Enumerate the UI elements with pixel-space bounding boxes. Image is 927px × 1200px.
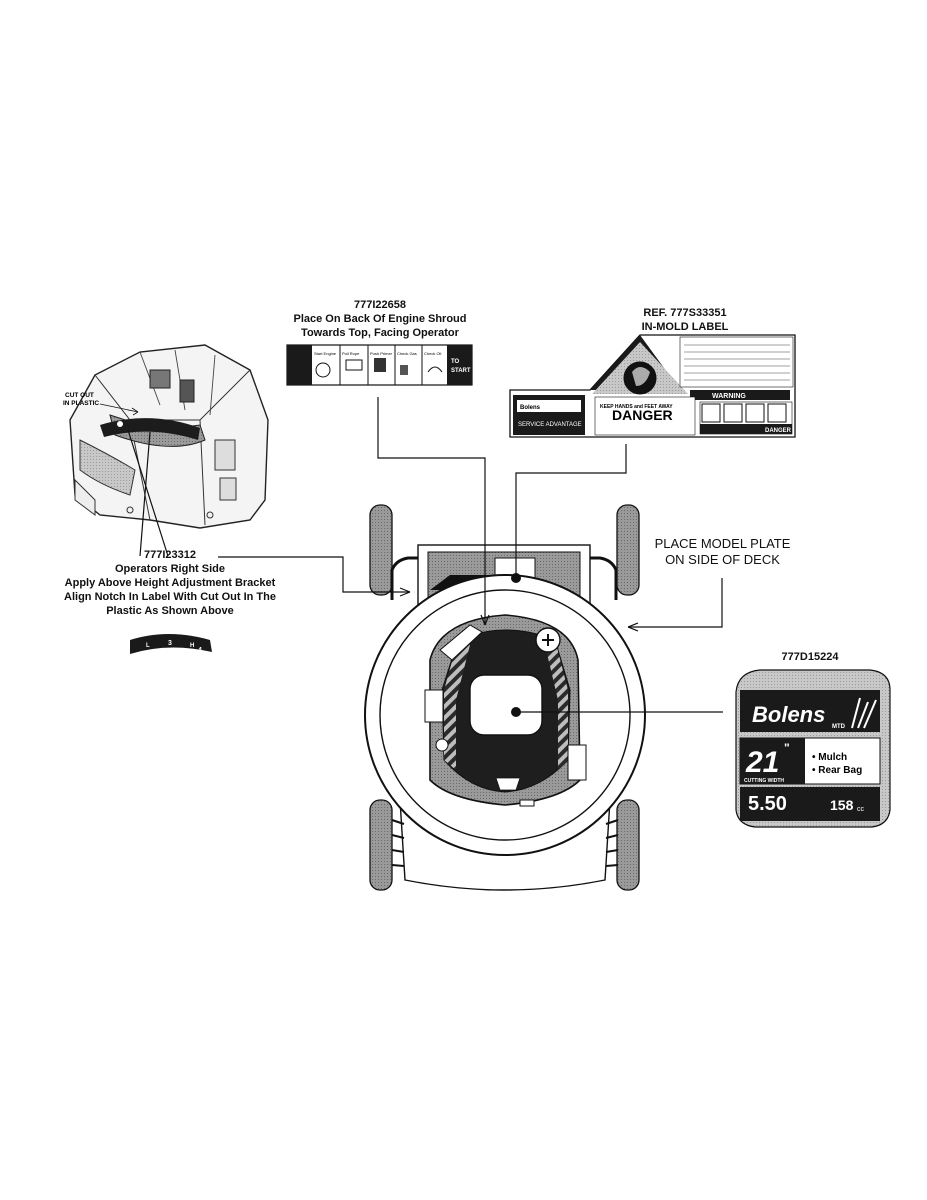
inmold-warning: WARNING bbox=[712, 393, 746, 400]
height-label-h: H bbox=[190, 643, 194, 649]
model-plate-caption-line-1: PLACE MODEL PLATE bbox=[654, 536, 791, 551]
height-caption-line-1: Operators Right Side bbox=[114, 563, 226, 575]
height-caption-line-2: Apply Above Height Adjustment Bracket bbox=[64, 577, 276, 589]
shroud-caption-line-1: Place On Back Of Engine Shroud bbox=[293, 313, 467, 325]
height-part-number: 777I23312 bbox=[144, 549, 196, 561]
shroud-panel-5: Start Engine bbox=[314, 351, 337, 356]
shroud-label-to: TO bbox=[451, 359, 460, 365]
plate-brand-sub: MTD bbox=[832, 724, 846, 730]
height-caption: 777I23312 Operators Right Side Apply Abo… bbox=[40, 548, 300, 618]
shroud-caption: 777I22658 Place On Back Of Engine Shroud… bbox=[270, 298, 490, 340]
engine-shroud-label: TO START Check Oil Check Gas Push Primer… bbox=[286, 344, 473, 386]
height-label-l: L bbox=[146, 643, 150, 649]
inmold-danger: DANGER bbox=[612, 407, 673, 423]
plate-cc-unit: cc bbox=[857, 806, 865, 813]
plate-brand: Bolens bbox=[752, 702, 825, 727]
plate-width: 21 bbox=[745, 746, 779, 779]
plate-cutting-width: CUTTING WIDTH bbox=[744, 778, 784, 784]
height-bracket-inset: CUT OUT IN PLASTIC bbox=[63, 344, 269, 557]
model-plate-label: Bolens MTD 21 " CUTTING WIDTH • Mulch • … bbox=[735, 669, 891, 828]
model-plate-caption: PLACE MODEL PLATE ON SIDE OF DECK bbox=[640, 536, 805, 568]
inset-cutout-label-2: IN PLASTIC bbox=[63, 400, 99, 407]
plate-width-unit: " bbox=[784, 741, 790, 755]
plate-cc: 158 bbox=[830, 797, 854, 813]
shroud-label-start: START bbox=[451, 368, 471, 374]
inmold-tagline: Bolens bbox=[520, 405, 541, 411]
inmold-part-number: REF. 777S33351 bbox=[643, 307, 727, 319]
shroud-part-number: 777I22658 bbox=[354, 299, 406, 311]
shroud-panel-4: Pull Rope bbox=[342, 351, 360, 356]
plate-torque: 5.50 bbox=[748, 793, 787, 815]
inmold-keep-hands: KEEP HANDS and FEET AWAY bbox=[600, 404, 673, 410]
shroud-panel-2: Check Gas bbox=[397, 351, 417, 356]
inmold-service: SERVICE ADVANTAGE bbox=[518, 422, 582, 428]
model-plate-caption-line-2: ON SIDE OF DECK bbox=[665, 552, 780, 567]
height-label-4: 4 bbox=[198, 647, 202, 654]
plate-bullet-mulch: • Mulch bbox=[812, 752, 847, 763]
inmold-caption: REF. 777S33351 IN-MOLD LABEL bbox=[615, 306, 755, 334]
shroud-panel-3: Push Primer bbox=[370, 351, 393, 356]
lawn-mower bbox=[364, 504, 646, 891]
shroud-caption-line-2: Towards Top, Facing Operator bbox=[301, 327, 459, 339]
inmold-danger-label: WARNING DANGER KEEP HANDS and FEET AWAY … bbox=[509, 334, 796, 438]
plate-part-number: 777D15224 bbox=[781, 651, 839, 663]
height-caption-line-3: Align Notch In Label With Cut Out In The bbox=[64, 591, 276, 603]
shroud-panel-1: Check Oil bbox=[424, 351, 441, 356]
leader-lines bbox=[218, 397, 723, 713]
height-label-3: 3 bbox=[168, 640, 172, 647]
plate-bullet-rear-bag: • Rear Bag bbox=[812, 765, 862, 776]
inmold-caption-line-1: IN-MOLD LABEL bbox=[641, 321, 729, 333]
inmold-danger-small: DANGER bbox=[765, 428, 792, 434]
height-caption-line-4: Plastic As Shown Above bbox=[106, 605, 234, 617]
inset-cutout-label-1: CUT OUT bbox=[65, 392, 94, 399]
height-adjust-label: L 3 H 4 bbox=[130, 634, 212, 654]
